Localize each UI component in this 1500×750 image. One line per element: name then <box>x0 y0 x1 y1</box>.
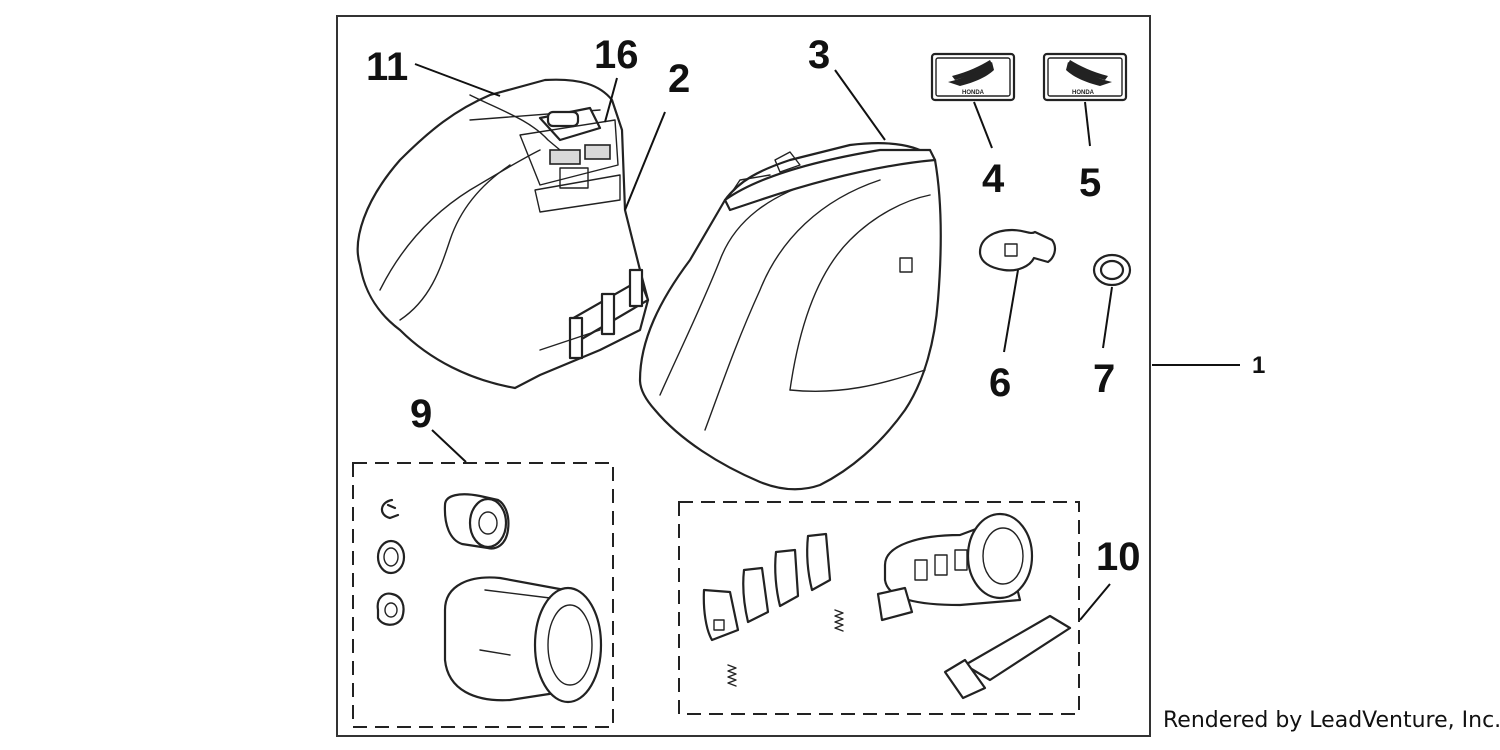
emblem-left-text: HONDA <box>962 90 985 96</box>
callout-5: 5 <box>1079 161 1101 205</box>
leader-lines <box>414 63 1240 621</box>
emblem-left: HONDA <box>930 52 1016 102</box>
washer-ring <box>1092 253 1132 287</box>
callout-4: 4 <box>982 157 1005 201</box>
right-saddlebag <box>638 142 942 491</box>
callout-7: 7 <box>1093 357 1115 401</box>
key-lock-group-box <box>678 501 1080 715</box>
callout-3: 3 <box>808 33 830 77</box>
callout-11: 11 <box>366 45 408 89</box>
left-saddlebag <box>356 78 650 390</box>
lock-kit-parts <box>376 493 603 704</box>
callout-1: 1 <box>1252 352 1265 379</box>
callout-6: 6 <box>989 361 1011 405</box>
callout-16: 16 <box>594 33 639 77</box>
lock-kit-group-box <box>352 462 614 728</box>
callout-2: 2 <box>668 57 690 101</box>
lock-plate <box>978 228 1057 272</box>
render-credit: Rendered by LeadVenture, Inc. <box>1163 708 1500 733</box>
key-lock-parts <box>702 512 1072 700</box>
emblem-right-text: HONDA <box>1072 90 1095 96</box>
diagram-frame <box>336 15 1151 737</box>
callout-9: 9 <box>410 392 432 436</box>
callout-10: 10 <box>1096 535 1141 579</box>
emblem-right: HONDA <box>1042 52 1128 102</box>
